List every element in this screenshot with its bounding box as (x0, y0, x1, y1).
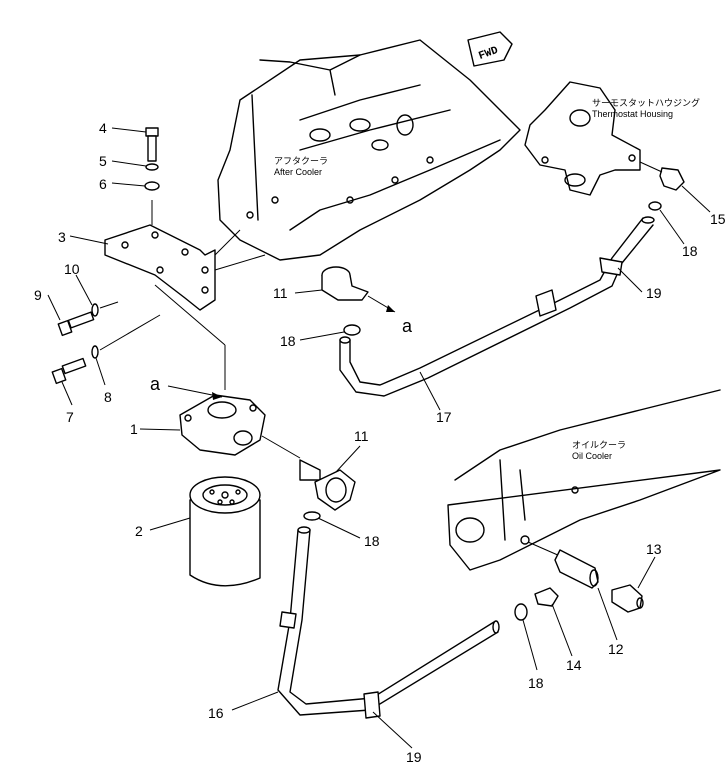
label-9: 9 (34, 287, 42, 303)
label-19-lower: 19 (406, 749, 422, 763)
label-1: 1 (130, 421, 138, 437)
label-17: 17 (436, 409, 452, 425)
label-12: 12 (608, 641, 624, 657)
washer-8 (91, 345, 99, 359)
fitting-11-upper (321, 266, 396, 313)
label-16: 16 (208, 705, 224, 721)
hose-16 (277, 526, 500, 719)
bolt-4 (145, 127, 159, 162)
fwd-arrow: FWD (467, 31, 513, 67)
label-11-lower: 11 (354, 428, 369, 444)
bolt-7 (51, 314, 161, 385)
label-19-upper: 19 (646, 285, 662, 301)
callout-a-filter-head: a (150, 374, 161, 394)
adapter-12 (527, 541, 599, 589)
oil-cooler: オイルクーラ Oil Cooler (447, 389, 721, 571)
elbow-fitting-15 (639, 161, 685, 191)
clamp-18-top-right (648, 201, 662, 211)
clamp-18-lower-right (514, 603, 528, 621)
washer-5 (145, 163, 159, 171)
filter-cartridge-2 (189, 476, 261, 587)
fitting-11-lower (299, 459, 356, 511)
oilcooler-label-jp: オイルクーラ (572, 440, 626, 450)
filter-head-1 (179, 394, 301, 459)
oilcooler-label-en: Oil Cooler (572, 451, 612, 461)
clamp-18-mid (343, 324, 361, 336)
label-2: 2 (135, 523, 143, 539)
label-18-lower-right: 18 (528, 675, 544, 691)
label-6: 6 (99, 176, 107, 192)
label-3: 3 (58, 229, 66, 245)
callout-a-pipe: a (402, 316, 413, 336)
clamp-18-lower-left (303, 511, 321, 521)
label-18-mid: 18 (280, 333, 296, 349)
nipple-14 (534, 587, 559, 607)
label-13: 13 (646, 541, 662, 557)
label-10: 10 (64, 261, 80, 277)
bracket-3 (104, 200, 266, 390)
label-8: 8 (104, 389, 112, 405)
label-11-upper: 11 (273, 285, 288, 301)
part-number-labels: 4 5 6 3 10 9 8 7 1 2 11 11 18 18 17 19 1… (34, 120, 726, 763)
thermostat-label-jp: サーモスタットハウジング (592, 97, 700, 108)
thermostat-label-en: Thermostat Housing (592, 109, 673, 119)
label-4: 4 (99, 120, 107, 136)
aftercooler-label-jp: アフタクーラ (274, 156, 328, 166)
hose-17 (339, 216, 655, 397)
label-14: 14 (566, 657, 582, 673)
washer-10 (91, 303, 99, 317)
thermostat-housing: サーモスタットハウジング Thermostat Housing (524, 81, 700, 196)
label-18-top-right: 18 (682, 243, 698, 259)
leader-lines (47, 127, 711, 749)
aftercooler-label-en: After Cooler (274, 167, 322, 177)
engine-block: アフタクーラ After Cooler (217, 39, 521, 261)
label-15: 15 (710, 211, 726, 227)
elbow-13 (611, 584, 644, 613)
label-5: 5 (99, 153, 107, 169)
washer-6 (144, 181, 160, 191)
label-7: 7 (66, 409, 74, 425)
label-18-lower-left: 18 (364, 533, 380, 549)
bolt-9 (57, 301, 119, 337)
